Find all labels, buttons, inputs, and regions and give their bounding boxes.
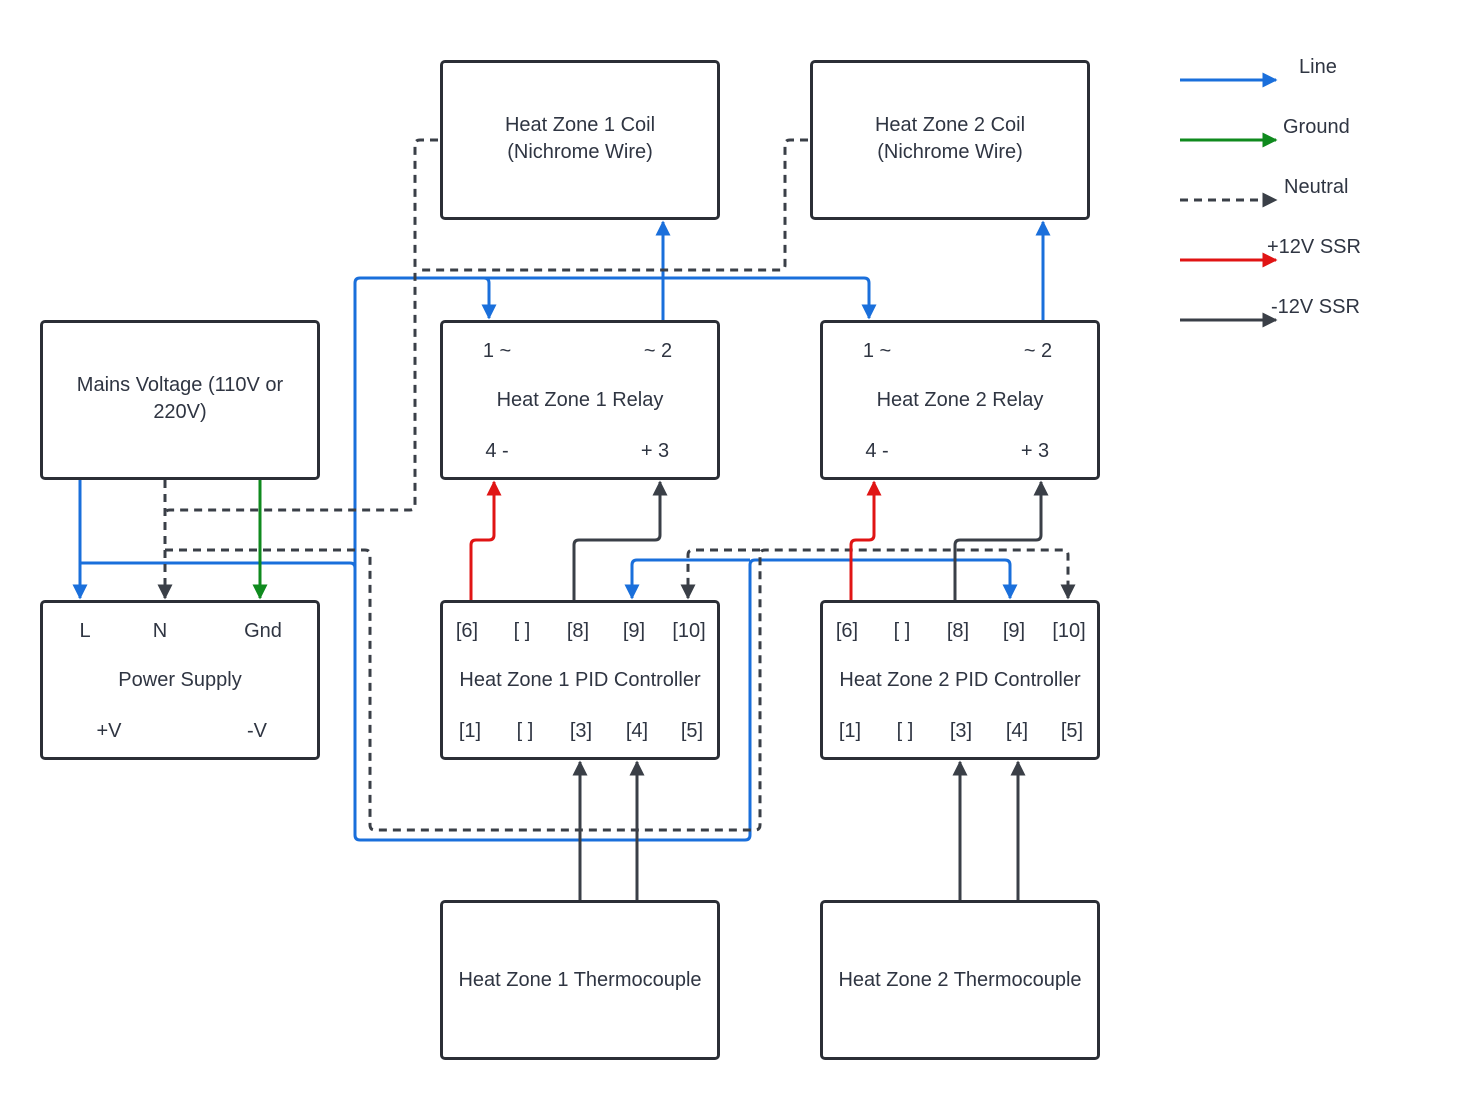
pid2-terminal-3: [3]: [949, 720, 973, 742]
pid2-box[interactable]: [6] [ ] [8] [9] [10] Heat Zone 2 PID Con…: [820, 600, 1100, 760]
relay2-title: Heat Zone 2 Relay: [876, 389, 1044, 411]
legend-neutral-label: Neutral: [1284, 176, 1349, 198]
wire-pid2-8-to-relay2-3: [953, 480, 1049, 600]
psu-box[interactable]: L N Gnd Power Supply +V -V: [40, 600, 320, 760]
pid2-terminal-10: [10]: [1052, 620, 1086, 642]
relay1-terminal-3: + 3: [640, 440, 670, 462]
relay2-box[interactable]: 1 ~ ~ 2 Heat Zone 2 Relay 4 - + 3: [820, 320, 1100, 480]
pid1-box[interactable]: [6] [ ] [8] [9] [10] Heat Zone 1 PID Con…: [440, 600, 720, 760]
psu-terminal-gnd: Gnd: [244, 620, 282, 642]
psu-terminal-l: L: [79, 620, 91, 642]
coil1-box[interactable]: Heat Zone 1 Coil(Nichrome Wire): [440, 60, 720, 220]
pid2-terminal-blank-bottom: [ ]: [896, 720, 914, 742]
pid1-terminal-3: [3]: [569, 720, 593, 742]
psu-terminal-nv: -V: [247, 720, 267, 742]
pid1-terminal-1: [1]: [458, 720, 482, 742]
wire-pid2-6-to-relay2-4: [849, 480, 882, 600]
relay1-title: Heat Zone 1 Relay: [496, 389, 664, 411]
psu-terminal-n: N: [152, 620, 168, 642]
pid1-terminal-10: [10]: [672, 620, 706, 642]
tc1-title: Heat Zone 1 Thermocouple: [458, 969, 702, 991]
wire-pid1-8-to-relay1-3: [572, 480, 668, 600]
pid2-terminal-9: [9]: [1002, 620, 1026, 642]
relay2-terminal-1: 1 ~: [862, 340, 892, 362]
pid2-terminal-blank-top: [ ]: [893, 620, 911, 642]
wire-neutral-to-pid: [165, 548, 1076, 832]
wire-line-to-pid1-9: [624, 558, 750, 600]
coil2-title: Heat Zone 2 Coil(Nichrome Wire): [874, 114, 1026, 163]
relay1-terminal-1: 1 ~: [482, 340, 512, 362]
pid1-terminal-4: [4]: [625, 720, 649, 742]
relay2-terminal-3: + 3: [1020, 440, 1050, 462]
tc2-title: Heat Zone 2 Thermocouple: [838, 969, 1082, 991]
pid2-terminal-6: [6]: [835, 620, 859, 642]
pid1-title: Heat Zone 1 PID Controller: [459, 669, 701, 691]
wire-neutral-coil1: [163, 138, 438, 516]
pid1-terminal-blank-top: [ ]: [513, 620, 531, 642]
legend-line-label: Line: [1299, 56, 1337, 78]
legend-pos12-label: +12V SSR: [1267, 236, 1361, 258]
pid1-terminal-9: [9]: [622, 620, 646, 642]
pid1-terminal-blank-bottom: [ ]: [516, 720, 534, 742]
relay2-terminal-2: ~ 2: [1023, 340, 1053, 362]
legend-neg12-label: -12V SSR: [1271, 296, 1360, 318]
tc2-box[interactable]: Heat Zone 2 Thermocouple: [820, 900, 1100, 1060]
wire-neutral-to-pid1-10: [680, 548, 760, 600]
pid2-terminal-8: [8]: [946, 620, 970, 642]
wire-line-to-relay1-1: [481, 276, 497, 320]
pid1-terminal-6: [6]: [455, 620, 479, 642]
psu-terminal-pv: +V: [96, 720, 122, 742]
psu-title: Power Supply: [118, 669, 242, 691]
relay1-terminal-4: 4 -: [485, 440, 509, 462]
pid2-terminal-5: [5]: [1060, 720, 1084, 742]
pid2-title: Heat Zone 2 PID Controller: [839, 669, 1081, 691]
wire-neutral-coil2: [420, 138, 808, 272]
relay1-box[interactable]: 1 ~ ~ 2 Heat Zone 1 Relay 4 - + 3: [440, 320, 720, 480]
relay1-terminal-2: ~ 2: [643, 340, 673, 362]
wire-pid1-6-to-relay1-4: [469, 480, 502, 600]
pid2-terminal-4: [4]: [1005, 720, 1029, 742]
pid2-terminal-1: [1]: [838, 720, 862, 742]
relay2-terminal-4: 4 -: [865, 440, 889, 462]
tc1-box[interactable]: Heat Zone 1 Thermocouple: [440, 900, 720, 1060]
pid1-terminal-5: [5]: [680, 720, 704, 742]
legend-ground-label: Ground: [1283, 116, 1350, 138]
pid1-terminal-8: [8]: [566, 620, 590, 642]
coil1-title: Heat Zone 1 Coil(Nichrome Wire): [504, 114, 656, 163]
coil2-box[interactable]: Heat Zone 2 Coil(Nichrome Wire): [810, 60, 1090, 220]
wire-line-to-relay2-1: [353, 276, 877, 568]
